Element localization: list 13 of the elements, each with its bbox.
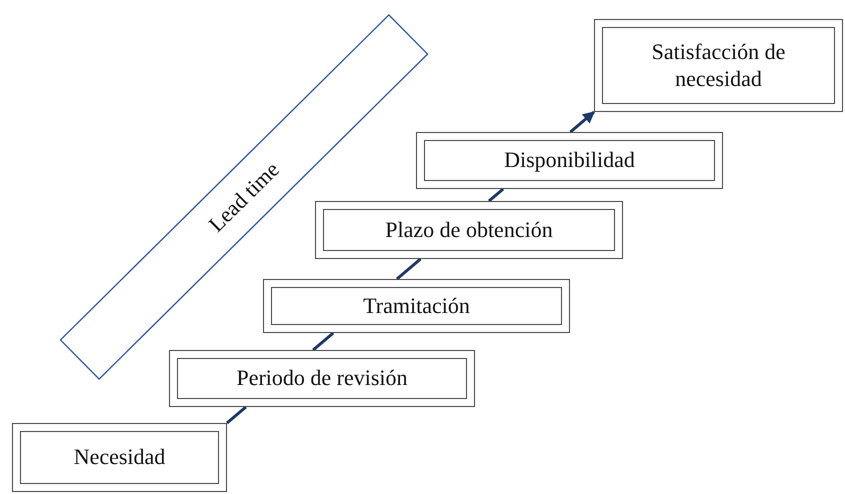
step-box: [315, 201, 623, 259]
step-box: [594, 19, 843, 112]
step-box: [263, 279, 570, 333]
step-label: Necesidad: [72, 444, 166, 471]
step-box: [416, 132, 723, 189]
step-label: Plazo de obtención: [384, 216, 554, 244]
step-label: Disponibilidad: [503, 147, 636, 174]
step-label: Periodo de revisión: [235, 365, 409, 392]
step-label: Tramitación: [362, 292, 471, 320]
step-box: [169, 350, 475, 407]
step-box: [12, 423, 227, 492]
connector-arrow: [569, 110, 595, 134]
step-label: Satisfacción de necesidad: [650, 39, 786, 92]
